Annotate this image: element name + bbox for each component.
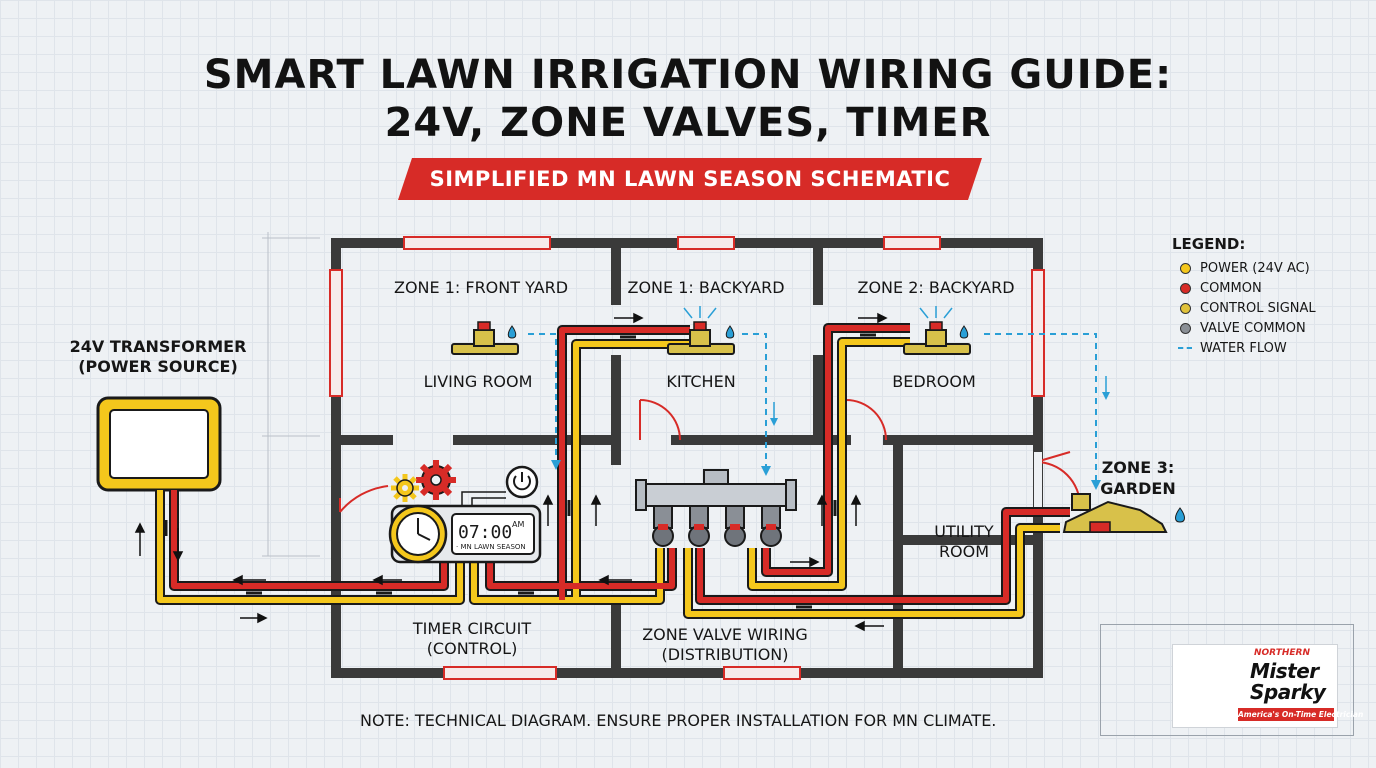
zone3-garden-label-line1: ZONE 3: bbox=[1101, 458, 1175, 477]
legend-item-valve-common: VALVE COMMON bbox=[1172, 318, 1362, 338]
zone1-front-yard-label: ZONE 1: FRONT YARD bbox=[393, 278, 569, 297]
transformer-icon bbox=[96, 396, 222, 492]
page-title-line-1: SMART LAWN IRRIGATION WIRING GUIDE: bbox=[203, 52, 1173, 98]
legend-label: VALVE COMMON bbox=[1200, 320, 1306, 336]
transformer-label-line2: (POWER SOURCE) bbox=[78, 357, 238, 376]
zone3-garden-label-line2: GARDEN bbox=[1100, 479, 1176, 498]
sprinkler-icon-garden bbox=[1062, 493, 1185, 533]
legend-item-common: COMMON bbox=[1172, 278, 1362, 298]
timer-display-caption: · MN LAWN SEASON bbox=[456, 543, 526, 551]
legend-item-power: POWER (24V AC) bbox=[1172, 258, 1362, 278]
gear-icon bbox=[416, 460, 456, 500]
timer-circuit-label-line2: (CONTROL) bbox=[426, 639, 518, 658]
logo-northern: NORTHERN bbox=[1254, 648, 1310, 658]
legend-item-control-signal: CONTROL SIGNAL bbox=[1172, 298, 1362, 318]
legend-label: CONTROL SIGNAL bbox=[1200, 300, 1316, 316]
legend-dash-icon bbox=[1178, 347, 1192, 349]
water-flow-lines bbox=[528, 333, 1097, 482]
bedroom-label: BEDROOM bbox=[892, 372, 976, 391]
wiring bbox=[155, 323, 1070, 619]
legend-label: COMMON bbox=[1200, 280, 1262, 296]
living-room-label: LIVING ROOM bbox=[423, 372, 533, 391]
legend-dot-icon bbox=[1180, 322, 1191, 334]
logo-name-line2: Sparky bbox=[1250, 680, 1326, 704]
zone2-backyard-label: ZONE 2: BACKYARD bbox=[857, 278, 1015, 297]
zone-valve-label-line2: (DISTRIBUTION) bbox=[661, 645, 789, 664]
sprinkler-icon-bedroom bbox=[903, 306, 971, 355]
legend-title: LEGEND: bbox=[1172, 235, 1246, 253]
legend-label: WATER FLOW bbox=[1200, 340, 1287, 356]
timer-circuit-label-line1: TIMER CIRCUIT bbox=[412, 619, 532, 638]
legend-dot-icon bbox=[1180, 262, 1191, 274]
logo-frame bbox=[1100, 624, 1354, 736]
small-gear-icon bbox=[391, 474, 419, 502]
subtitle-banner: SIMPLIFIED MN LAWN SEASON SCHEMATIC bbox=[398, 158, 982, 200]
utility-room-label-line2: ROOM bbox=[938, 542, 990, 561]
legend-item-water-flow: WATER FLOW bbox=[1172, 338, 1362, 358]
logo-tagline: America's On-Time Electrician bbox=[1238, 708, 1364, 721]
page-title-line-2: 24V, ZONE VALVES, TIMER bbox=[384, 100, 992, 146]
sprinkler-icon-kitchen bbox=[667, 306, 735, 355]
power-button-icon bbox=[505, 465, 539, 499]
zone1-backyard-label: ZONE 1: BACKYARD bbox=[627, 278, 785, 297]
legend-label: POWER (24V AC) bbox=[1200, 260, 1310, 276]
installation-note: NOTE: TECHNICAL DIAGRAM. ENSURE PROPER I… bbox=[360, 711, 997, 730]
timer-display-ampm: AM bbox=[512, 520, 524, 529]
legend-dot-icon bbox=[1180, 302, 1191, 314]
timer-display-time: 07:00 bbox=[458, 522, 512, 543]
logo-name-line1: Mister bbox=[1250, 659, 1319, 683]
zone-valve-label-line1: ZONE VALVE WIRING bbox=[642, 625, 808, 644]
transformer-label-line1: 24V TRANSFORMER bbox=[69, 337, 247, 356]
clock-icon bbox=[388, 504, 448, 564]
valve-manifold-icon bbox=[635, 469, 797, 511]
zone-valves bbox=[652, 505, 782, 547]
legend-dot-icon bbox=[1180, 282, 1191, 294]
windows bbox=[329, 236, 1045, 680]
sprinkler-icon-living-room bbox=[451, 321, 519, 355]
water-flow-arrowheads bbox=[551, 392, 1110, 490]
utility-room-label-line1: UTILITY bbox=[934, 522, 994, 541]
kitchen-label: KITCHEN bbox=[666, 372, 736, 391]
timer-display bbox=[451, 513, 535, 555]
flow-arrows bbox=[134, 312, 888, 632]
dimension-lines bbox=[262, 232, 320, 557]
legend: LEGEND: POWER (24V AC) COMMON CONTROL SI… bbox=[1172, 234, 1362, 358]
utility-doorway bbox=[1034, 452, 1042, 508]
